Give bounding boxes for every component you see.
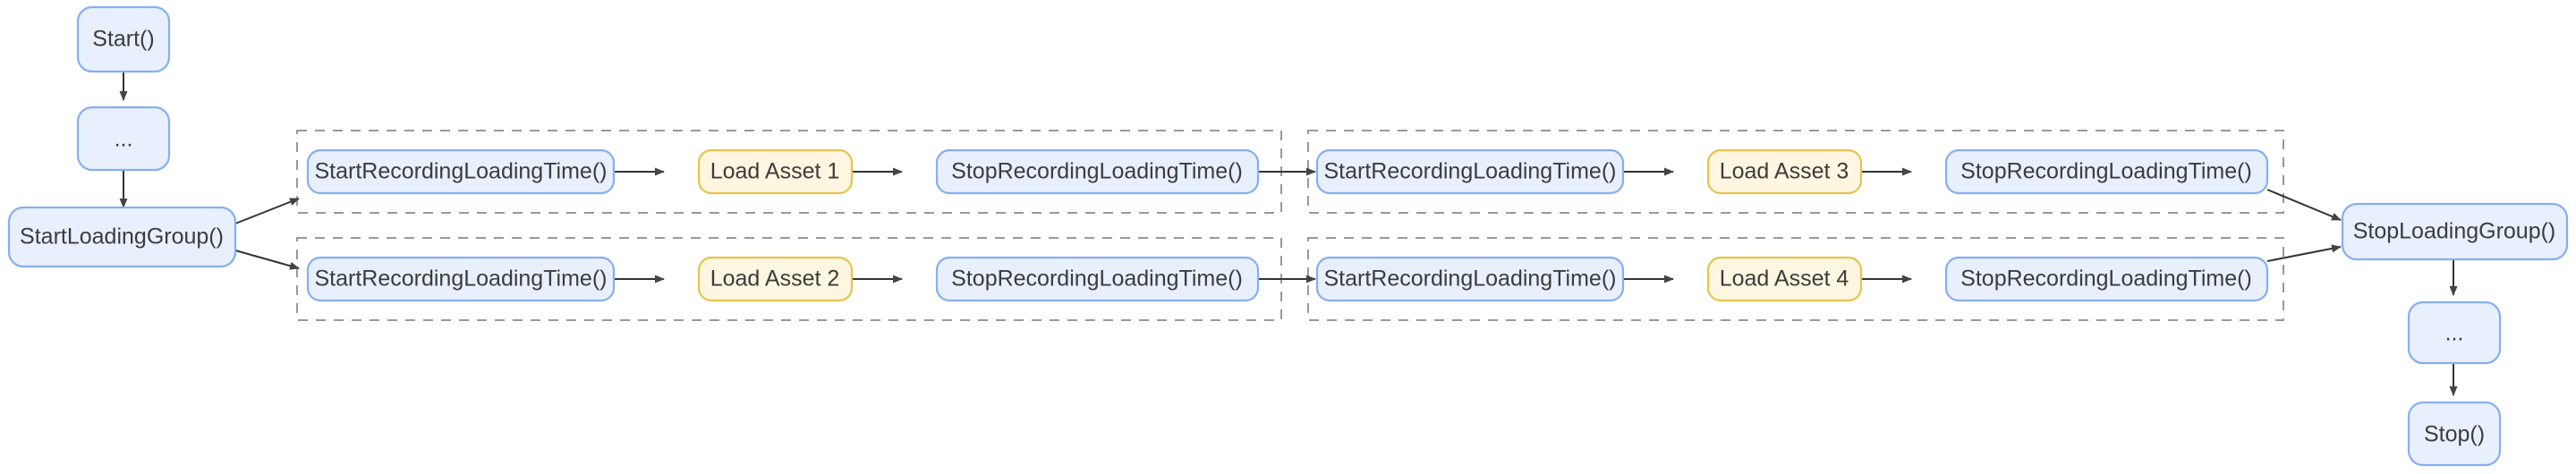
node-start-loading-group-rect[interactable] <box>7 206 237 268</box>
node-stop-loading-group-rect[interactable] <box>2341 202 2569 261</box>
group-2-row-1-step-1[interactable]: Load Asset 3 <box>1706 148 1863 195</box>
node-post-ellipsis-rect[interactable] <box>2407 300 2502 365</box>
group-2-row-1-step-0-rect[interactable] <box>1315 148 1625 195</box>
group-2-row-1-step-0[interactable]: StartRecordingLoadingTime() <box>1315 148 1625 195</box>
group-2-row-2-step-0[interactable]: StartRecordingLoadingTime() <box>1315 256 1625 302</box>
node-start-rect[interactable] <box>76 5 171 73</box>
node-stop-loading-group[interactable]: StopLoadingGroup() <box>2341 202 2569 261</box>
group-2-row-2-step-0-rect[interactable] <box>1315 256 1625 302</box>
group-1-row-1-step-1[interactable]: Load Asset 1 <box>697 148 854 195</box>
group-2-row-1-step-1-rect[interactable] <box>1706 148 1863 195</box>
edge-g2r2-to-stoploadinggroup <box>2266 244 2342 262</box>
edge-startloadinggroup-to-g1r1 <box>234 198 300 224</box>
group-2-row-1-step-2[interactable]: StopRecordingLoadingTime() <box>1944 148 2269 195</box>
group-2-row-2-step-1[interactable]: Load Asset 4 <box>1706 256 1863 302</box>
group-1-row-2-step-2-rect[interactable] <box>935 256 1260 302</box>
node-stop-rect[interactable] <box>2407 401 2502 467</box>
node-pre-ellipsis-rect[interactable] <box>76 106 171 172</box>
group-1-row-1-step-2[interactable]: StopRecordingLoadingTime() <box>935 148 1260 195</box>
group-1-row-2: StartRecordingLoadingTime() Load Asset 2… <box>306 256 1260 302</box>
group-2-row-2: StartRecordingLoadingTime() Load Asset 4… <box>1315 256 2269 302</box>
node-start[interactable]: Start() <box>76 5 171 73</box>
group-1-row-1-step-2-rect[interactable] <box>935 148 1260 195</box>
group-1-row-2-step-0-rect[interactable] <box>306 256 616 302</box>
group-1-row-1: StartRecordingLoadingTime() Load Asset 1… <box>306 148 1260 195</box>
group-2-row-1-step-2-rect[interactable] <box>1944 148 2269 195</box>
node-start-loading-group[interactable]: StartLoadingGroup() <box>7 206 237 268</box>
group-2-row-2-step-2[interactable]: StopRecordingLoadingTime() <box>1944 256 2269 302</box>
node-pre-ellipsis[interactable]: ... <box>76 106 171 172</box>
group-1-row-1-step-0-rect[interactable] <box>306 148 616 195</box>
group-2-row-2-step-2-rect[interactable] <box>1944 256 2269 302</box>
node-post-ellipsis[interactable]: ... <box>2407 300 2502 365</box>
node-stop[interactable]: Stop() <box>2407 401 2502 467</box>
group-1-row-2-step-0[interactable]: StartRecordingLoadingTime() <box>306 256 616 302</box>
group-2-row-2-box <box>1307 237 2284 321</box>
group-2-row-1: StartRecordingLoadingTime() Load Asset 3… <box>1315 148 2269 195</box>
group-2-row-1-box <box>1307 130 2284 214</box>
group-1-row-2-step-1-rect[interactable] <box>697 256 854 302</box>
group-1-row-1-step-0[interactable]: StartRecordingLoadingTime() <box>306 148 616 195</box>
edge-startloadinggroup-to-g1r2 <box>234 250 300 270</box>
edge-g2r1-to-stoploadinggroup <box>2266 189 2342 221</box>
group-1-row-2-step-1[interactable]: Load Asset 2 <box>697 256 854 302</box>
group-1-row-1-step-1-rect[interactable] <box>697 148 854 195</box>
group-1-row-2-step-2[interactable]: StopRecordingLoadingTime() <box>935 256 1260 302</box>
group-2-row-2-step-1-rect[interactable] <box>1706 256 1863 302</box>
edges <box>119 72 2458 396</box>
